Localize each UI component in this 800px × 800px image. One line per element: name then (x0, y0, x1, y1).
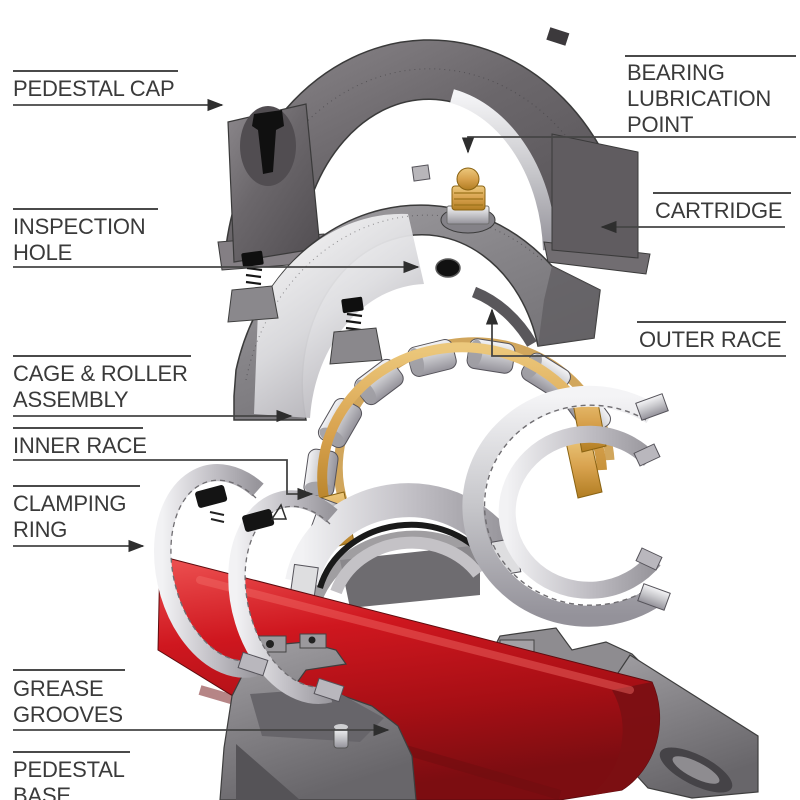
label-pedestal-cap: PEDESTAL CAP (13, 76, 175, 101)
label-outer-race: OUTER RACE (639, 327, 782, 352)
pedestal-cap-part (217, 27, 651, 275)
label-pedestal-base: PEDESTAL BASE (13, 757, 125, 800)
leader-lines (13, 98, 796, 737)
label-inner-race: INNER RACE (13, 433, 147, 458)
leader-outer-race (485, 308, 786, 357)
inner-race-right-half (462, 385, 671, 627)
clamp-bolt (242, 509, 275, 532)
cartridge-bolts (227, 250, 383, 365)
leader-bearing-lubrication (461, 136, 796, 154)
clamping-ring-part (154, 464, 345, 704)
label-bearing-lubrication-point: BEARING LUBRICATION POINT (627, 60, 772, 137)
label-inspection-hole: INSPECTION HOLE (13, 214, 146, 265)
cap-bolt (252, 110, 284, 174)
label-cage-roller-assembly: CAGE & ROLLER ASSEMBLY (13, 361, 188, 412)
label-cartridge: CARTRIDGE (655, 198, 783, 223)
outer-race-part (471, 286, 537, 347)
inspection-hole-plug (435, 258, 461, 278)
pedestal-base-front (219, 633, 417, 800)
leader-inner-race (13, 459, 314, 501)
base-grease-fitting (333, 727, 349, 749)
label-rules (13, 55, 796, 753)
clamp-bolt (195, 485, 228, 508)
label-clamping-ring: CLAMPING RING (13, 491, 127, 542)
label-grease-grooves: GREASE GROOVES (13, 676, 123, 727)
grease-fitting (440, 167, 496, 234)
cartridge-part (227, 164, 601, 421)
